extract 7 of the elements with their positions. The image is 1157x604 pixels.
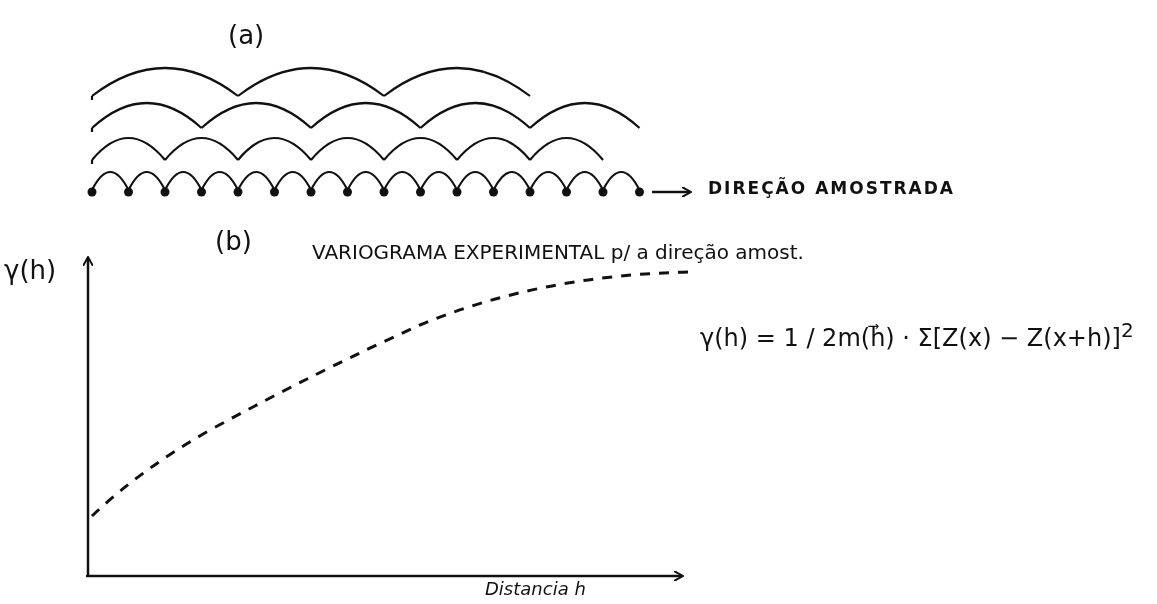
y-axis-label: γ(h): [4, 255, 57, 285]
x-axis-label: Distancia h: [485, 578, 586, 599]
panel-label: (b): [215, 226, 252, 256]
chart-title: VARIOGRAMA EXPERIMENTAL p/ a direção amost.: [312, 240, 804, 264]
variogram-formula: γ(h) = 1 / 2m(h⃗) · Σ[Z(x) − Z(x+h)]$^{2}$: [700, 318, 1134, 352]
panel-label: (a): [228, 20, 265, 50]
direction-label: DIREÇÃO AMOSTRADA: [708, 178, 956, 198]
